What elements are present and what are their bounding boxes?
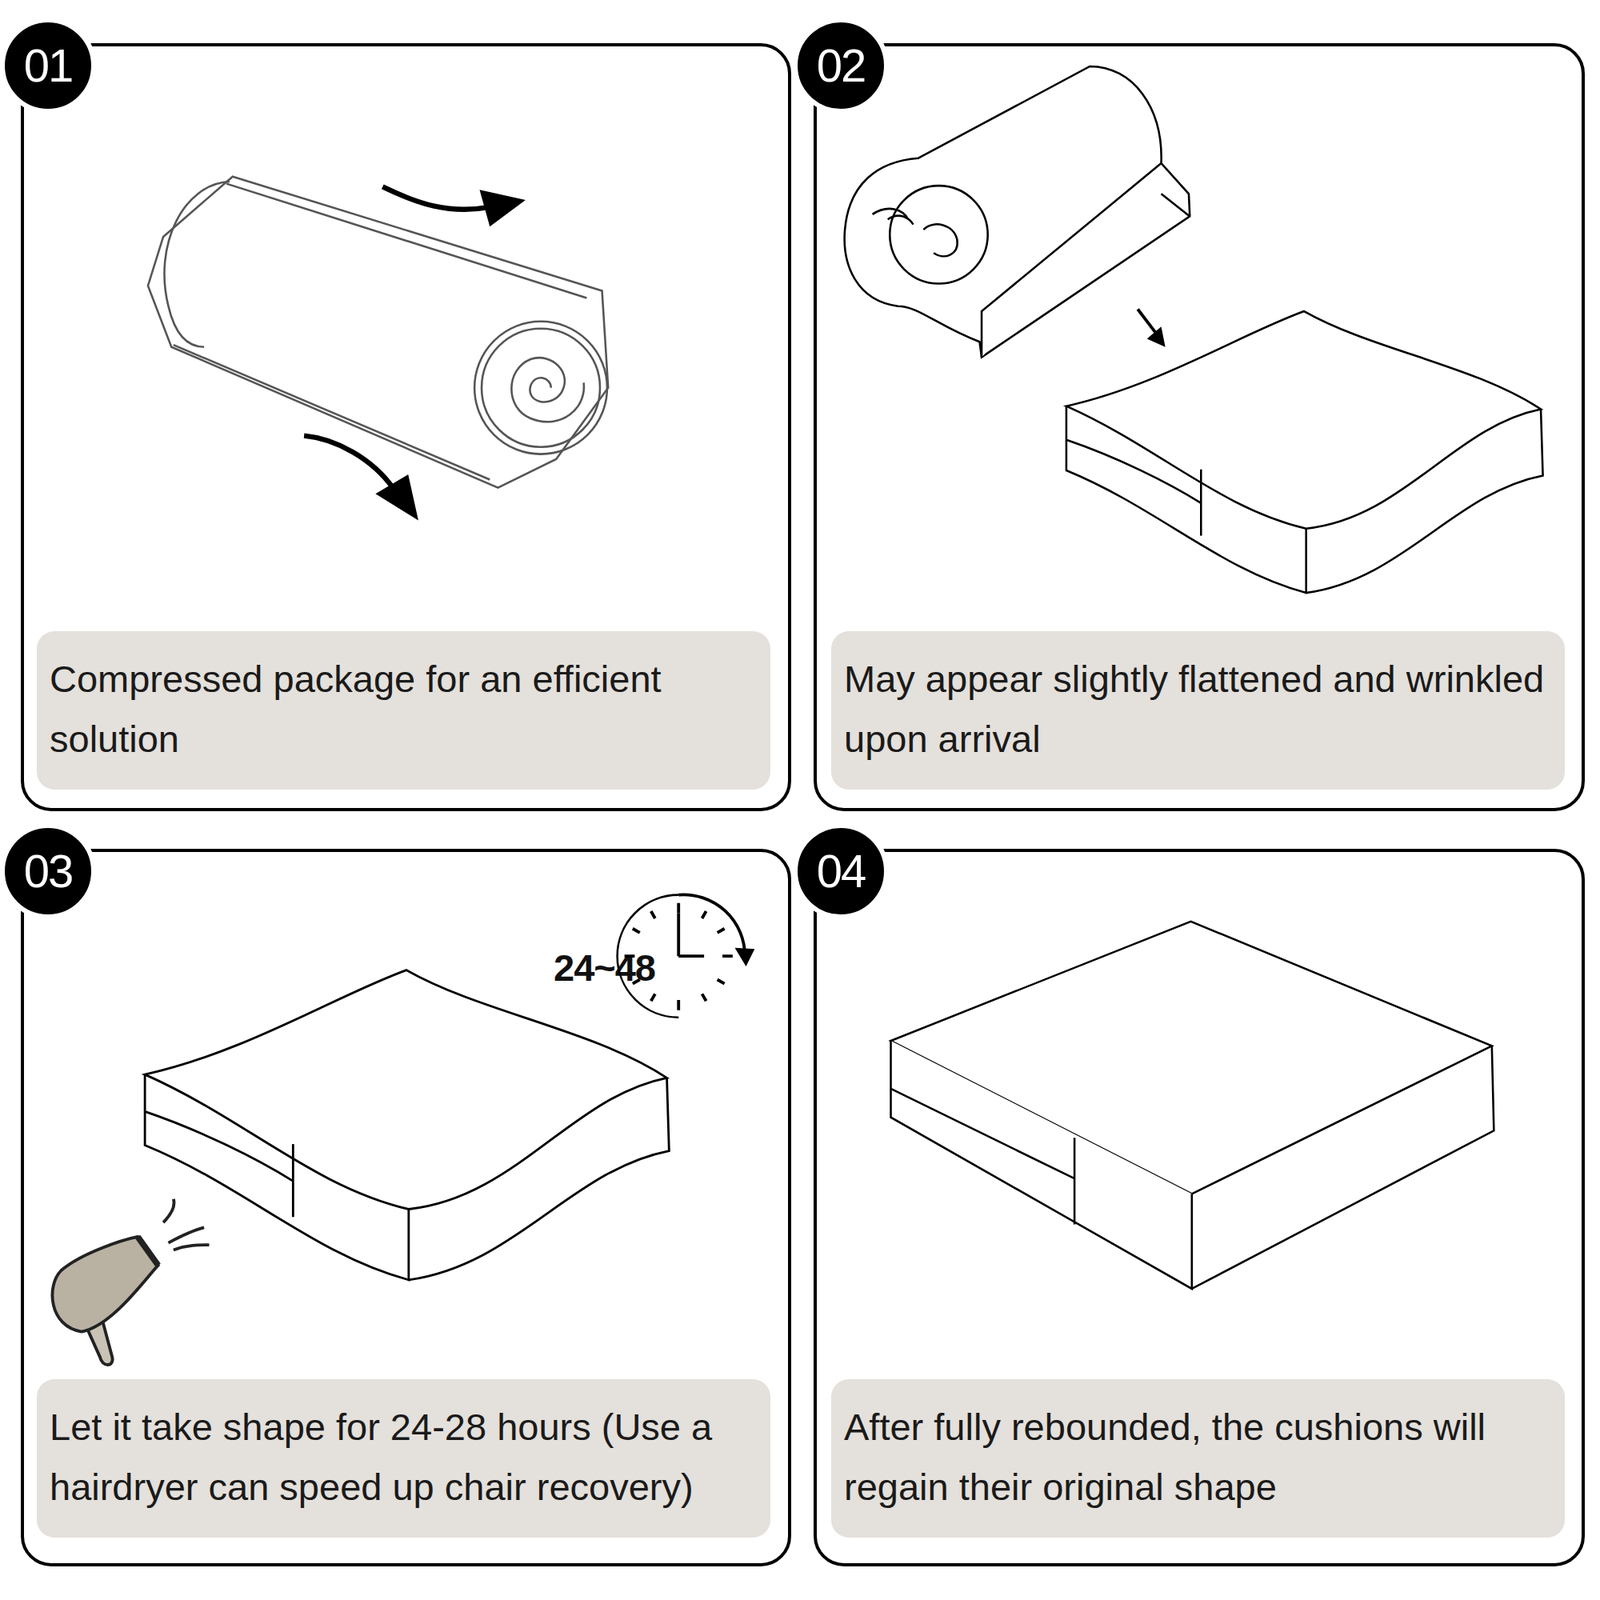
step-panel: 01Compressed package for an efficient so… — [20, 43, 792, 812]
restored-cushion — [891, 921, 1495, 1289]
small-arrow — [1137, 308, 1165, 347]
step-panel: 02May appear slightly flattened and wrin… — [813, 43, 1585, 812]
hairdryer-symbol — [52, 1199, 209, 1365]
unrolling-cushion — [844, 66, 1191, 358]
step-caption: May appear slightly flattened and wrinkl… — [831, 631, 1565, 790]
rolled-package — [148, 176, 608, 488]
step-caption: Let it take shape for 24-28 hours (Use a… — [36, 1379, 771, 1538]
step-number: 03 — [0, 823, 96, 920]
step-caption: After fully rebounded, the cushions will… — [831, 1379, 1565, 1538]
step-number: 02 — [792, 17, 889, 114]
clock-symbol — [617, 894, 754, 1017]
roll-arrows — [304, 186, 526, 520]
step-number: 01 — [0, 17, 96, 114]
step-caption: Compressed package for an efficient solu… — [36, 631, 771, 790]
step-panel: 04After fully rebounded, the cushions wi… — [813, 848, 1585, 1567]
duration-label: 24~48 — [553, 945, 656, 990]
step-number: 04 — [792, 823, 889, 920]
step-panel: 03Let it take shape for 24-28 hours (Use… — [20, 848, 792, 1567]
